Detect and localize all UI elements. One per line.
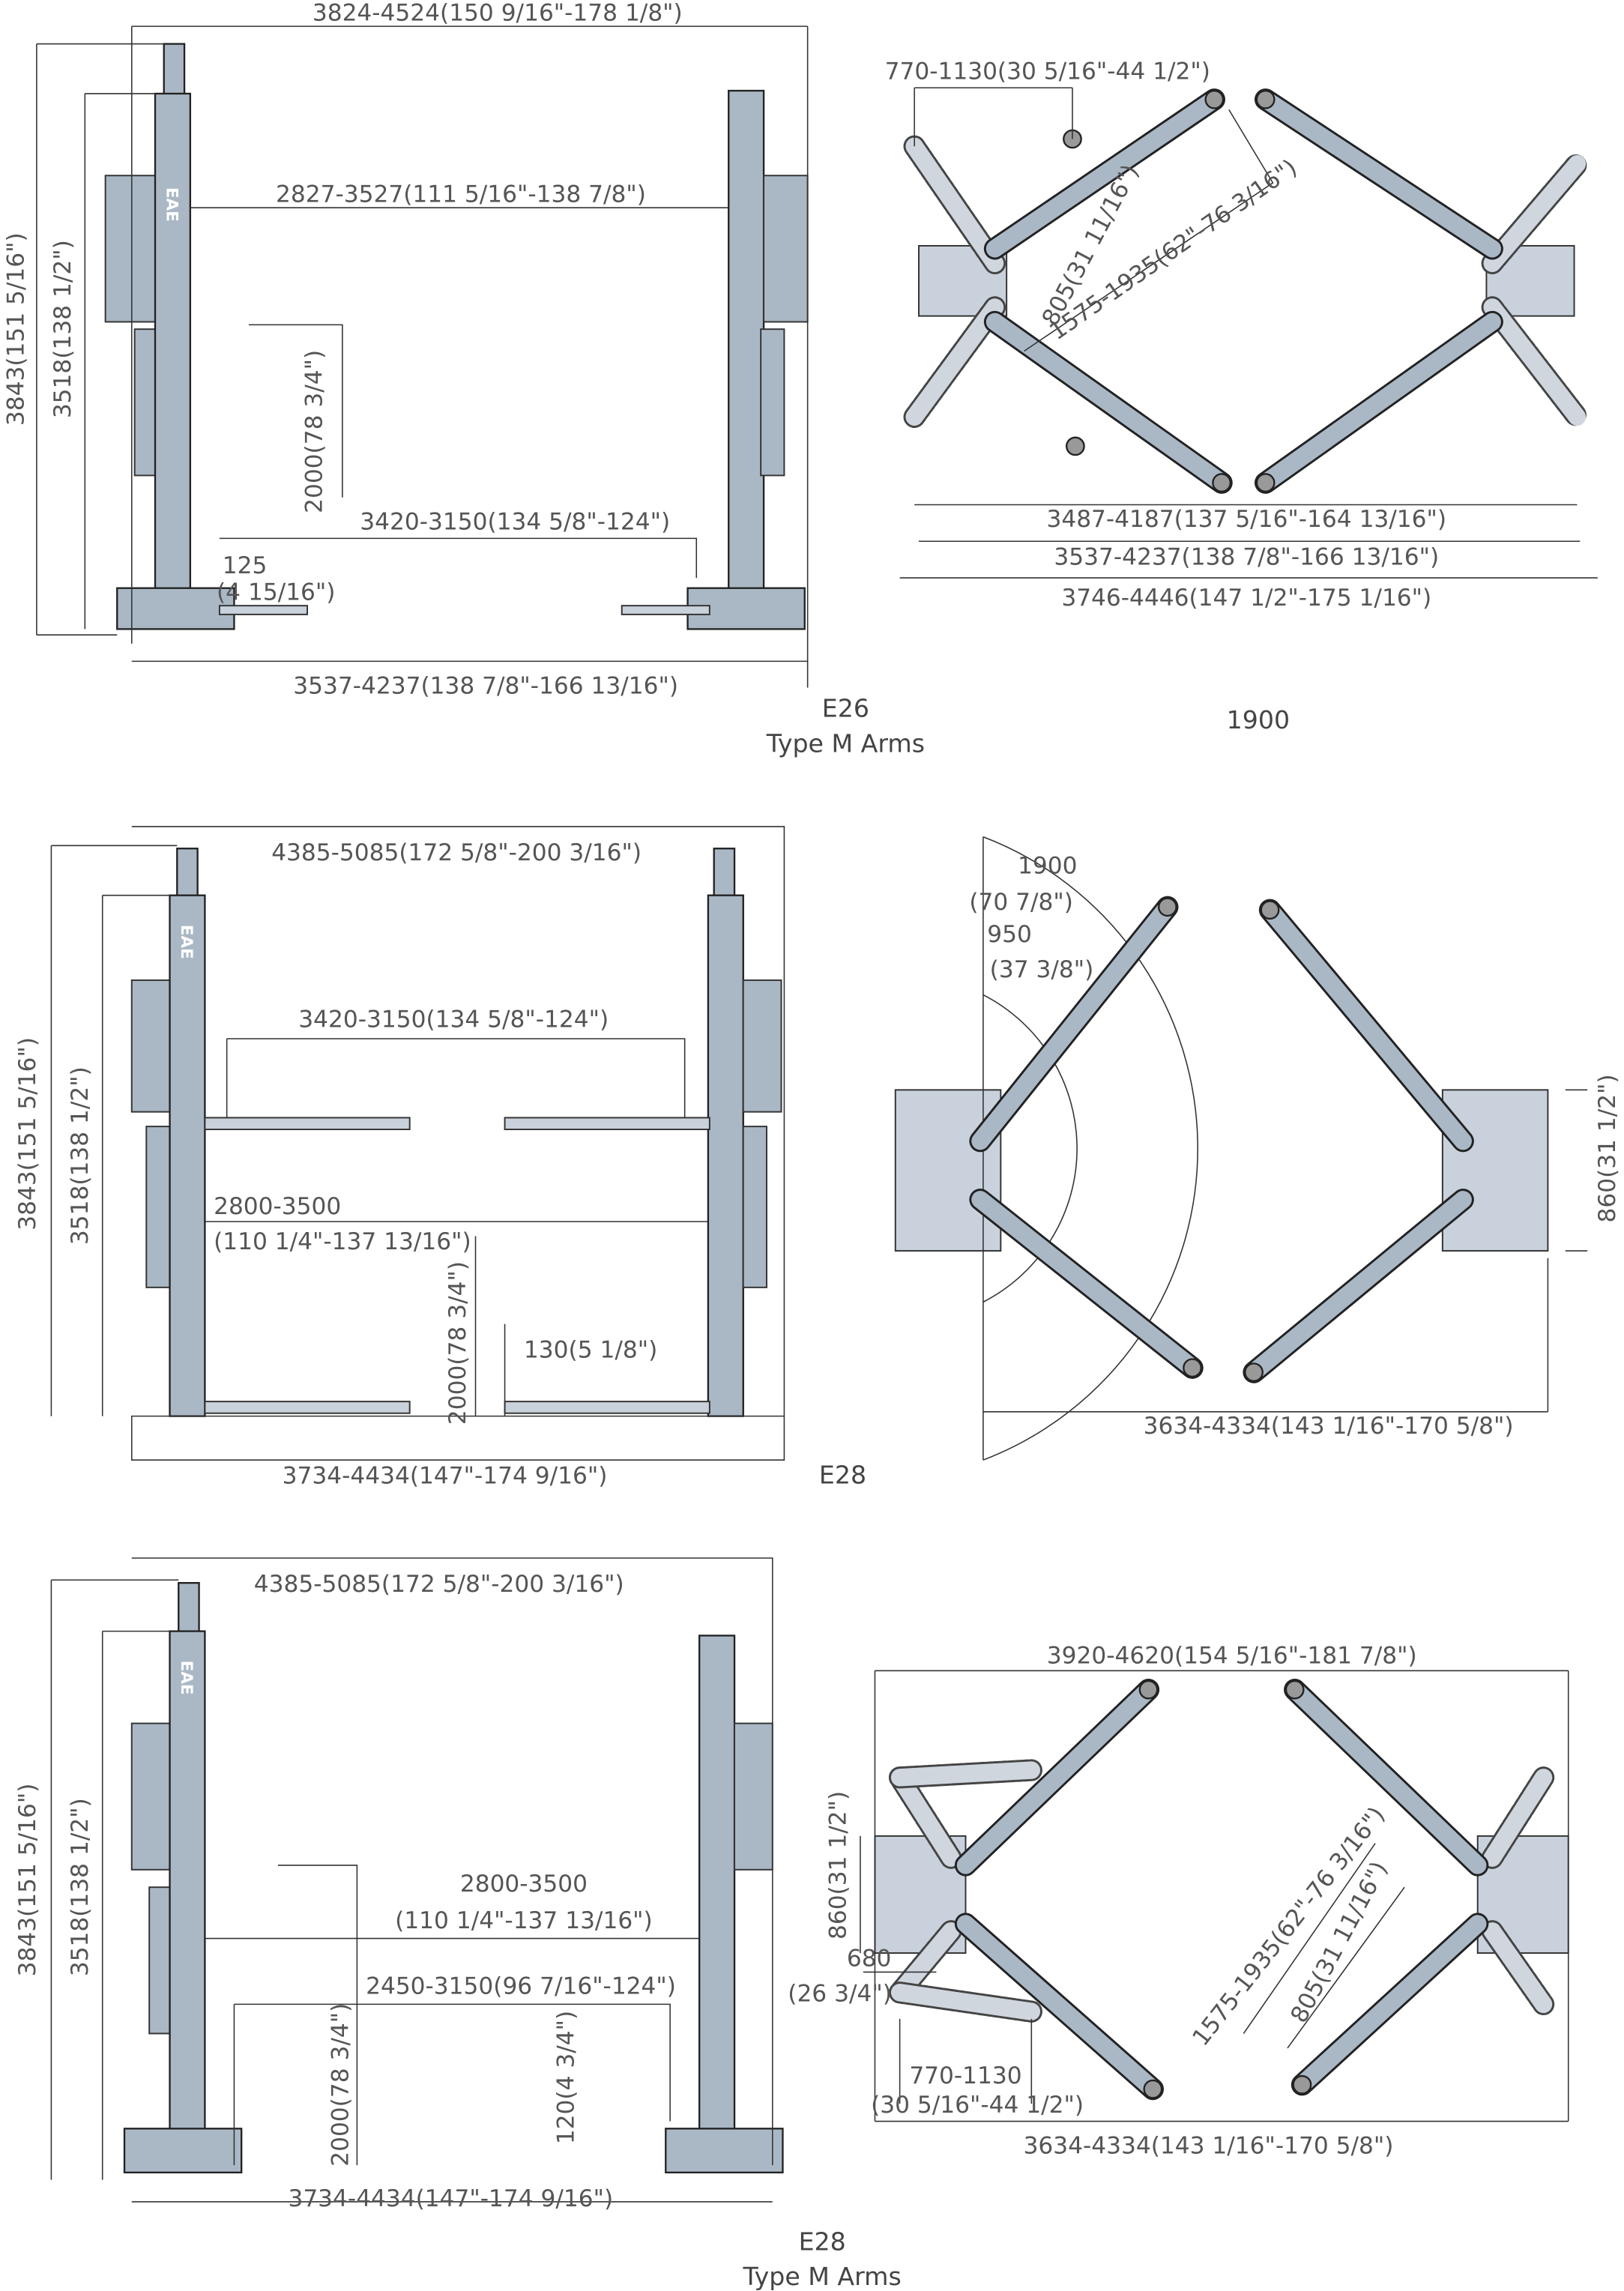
dim-radius-long-in: (70 7/8"): [969, 889, 1073, 916]
control-box: [133, 328, 159, 477]
right-column: [707, 894, 744, 1417]
dim-min-height: 120(4 3/4"): [552, 2011, 579, 2144]
dim-inner-width-in: (110 1/4"-137 13/16"): [395, 1907, 653, 1934]
dim-offset: 680: [847, 1946, 892, 1972]
dim-inner-width: 2800-3500: [460, 1871, 588, 1898]
dim-base-width: 3734-4434(147"-174 9/16"): [288, 2185, 613, 2212]
dim-width-1: 3487-4187(137 5/16"-164 13/16"): [1046, 506, 1446, 533]
right-column: [728, 89, 765, 592]
power-unit: [104, 175, 156, 323]
dim-overall-width: 4385-5085(172 5/8"-200 3/16"): [271, 839, 642, 866]
model-caption: E26: [822, 694, 869, 723]
arm-pad: [218, 605, 308, 615]
dim-depth: 860(31 1/2"): [824, 1791, 851, 1940]
dim-base-width: 3537-4237(138 7/8"-166 13/16"): [293, 672, 678, 699]
left-column: [169, 1630, 206, 2134]
e28-top-view: 1900 (70 7/8") 950 (37 3/8") 860(31 1/2"…: [894, 836, 1621, 1461]
right-box: [734, 1722, 773, 1871]
dim-total-height: 3843(151 5/16"): [14, 1784, 41, 1977]
dim-drive-through: 3420-3150(134 5/8"-124"): [360, 509, 670, 536]
arm-pad: [621, 605, 710, 615]
e28-side-view: EAE 4385-5085(172 5/8"-200 3/16") 3843(1…: [14, 826, 866, 1489]
e28-typem-top-view: 3920-4620(154 5/16"-181 7/8") 860(31 1/2…: [788, 1643, 1569, 2160]
dim-overall-width: 3920-4620(154 5/16"-181 7/8"): [1047, 1643, 1417, 1670]
control-box: [145, 1126, 171, 1288]
power-unit: [130, 1722, 171, 1871]
brand-logo: EAE: [177, 925, 196, 959]
dim-drive-through: 2450-3150(96 7/16"-124"): [366, 1973, 676, 2000]
left-base: [123, 2128, 243, 2174]
model-caption: E28: [819, 1460, 866, 1489]
e26-side-view: EAE 3824-4524(150 9/16"-178 1/8") 2827-3…: [2, 0, 925, 758]
right-base: [665, 2128, 784, 2174]
dim-base-width: 3734-4434(147"-174 9/16"): [283, 1462, 608, 1489]
dim-overall-width: 4385-5085(172 5/8"-200 3/16"): [254, 1571, 624, 1598]
dim-total-height: 3843(151 5/16"): [2, 232, 29, 426]
dim-offset-in: (26 3/4"): [788, 1980, 892, 2007]
brand-logo: EAE: [177, 1661, 196, 1695]
left-base-plate: [894, 1089, 1002, 1252]
right-box: [742, 979, 782, 1113]
dim-lift-height: 2000(78 3/4"): [301, 350, 328, 513]
left-column: [154, 92, 192, 592]
dim-drive-through: 3420-3150(134 5/8"-124"): [298, 1006, 609, 1033]
dim-inner-width-in: (110 1/4"-137 13/16"): [214, 1228, 471, 1255]
dim-radius-short-in: (37 3/8"): [990, 956, 1094, 983]
dim-min-height-in: (4 15/16"): [217, 579, 335, 606]
lower-arm-left: [204, 1401, 411, 1414]
arms-caption: Type M Arms: [766, 728, 925, 758]
dim-width: 3634-4334(143 1/16"-170 5/8"): [1024, 2133, 1394, 2160]
power-unit: [130, 979, 171, 1113]
dim-width-2: 3537-4237(138 7/8"-166 13/16"): [1054, 544, 1439, 571]
dim-width-3: 3746-4446(147 1/2"-175 1/16"): [1061, 585, 1431, 612]
dim-width: 3634-4334(143 1/16"-170 5/8"): [1144, 1413, 1514, 1440]
e28-typem-side-view: EAE 4385-5085(172 5/8"-200 3/16") 3843(1…: [14, 1557, 902, 2291]
left-column: [169, 894, 206, 1417]
left-base: [116, 587, 235, 630]
dim-total-height: 3843(151 5/16"): [14, 1037, 41, 1231]
upper-arm-right: [504, 1117, 710, 1131]
dim-min-height: 125: [223, 552, 268, 579]
column-extension: [178, 1582, 200, 1635]
dim-overall-width: 3824-4524(150 9/16"-178 1/8"): [313, 0, 683, 26]
dim-depth: 860(31 1/2"): [1594, 1074, 1621, 1222]
dim-radius-long: 1900: [1018, 852, 1077, 879]
right-panel: [742, 1126, 767, 1288]
right-panel: [760, 328, 785, 477]
column-extension: [176, 848, 199, 901]
dim-radius-short: 950: [987, 921, 1032, 948]
dim-column-height: 3518(138 1/2"): [67, 1798, 94, 1976]
dim-column-height: 3518(138 1/2"): [67, 1066, 94, 1245]
top-caption: 1900: [1227, 705, 1290, 734]
right-box: [763, 175, 809, 323]
dim-min-height: 130(5 1/8"): [524, 1337, 657, 1364]
dim-arm-reach: 770-1130: [909, 2062, 1021, 2089]
upper-arm-left: [204, 1117, 411, 1131]
e26-top-view: 770-1130(30 5/16"-44 1/2") 805(31 11/16"…: [885, 58, 1598, 734]
arms-caption: Type M Arms: [743, 2262, 902, 2291]
dim-arm-reach: 770-1130(30 5/16"-44 1/2"): [885, 58, 1210, 85]
dim-lift-height: 2000(78 3/4"): [327, 2003, 354, 2167]
dim-column-height: 3518(138 1/2"): [49, 240, 76, 418]
dim-arm-reach-in: (30 5/16"-44 1/2"): [871, 2092, 1084, 2119]
column-extension: [713, 848, 736, 901]
dim-inner-width: 2827-3527(111 5/16"-138 7/8"): [276, 181, 646, 208]
lower-arm-right: [504, 1401, 710, 1414]
dim-lift-height: 2000(78 3/4"): [444, 1261, 471, 1425]
right-column: [698, 1635, 736, 2134]
right-base-plate: [1441, 1089, 1549, 1252]
brand-logo: EAE: [163, 187, 181, 222]
model-caption: E28: [799, 2227, 846, 2256]
column-extension: [163, 43, 186, 97]
dim-inner-width: 2800-3500: [214, 1193, 341, 1220]
